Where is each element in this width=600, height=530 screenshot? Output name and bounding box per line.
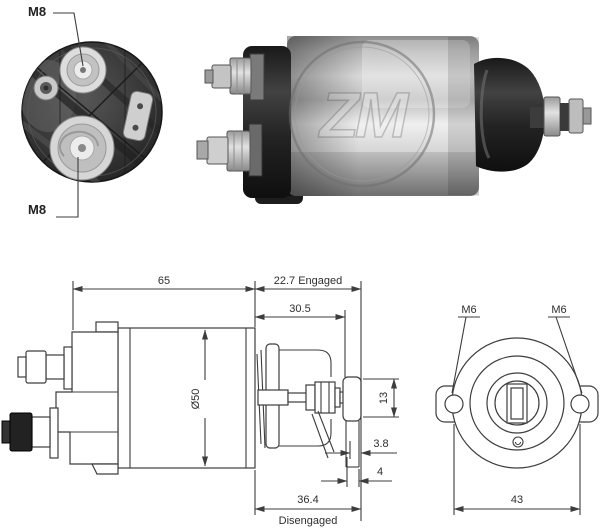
mount-hole-right bbox=[570, 394, 590, 414]
dim-mount-spacing: 43 bbox=[511, 494, 523, 506]
plunger-boot bbox=[474, 57, 545, 172]
cylinder-bottom-shade bbox=[287, 152, 479, 196]
leader-line-m8-top bbox=[53, 12, 84, 67]
motor-terminal-stud bbox=[49, 115, 115, 181]
mount-bracket-side bbox=[342, 376, 362, 468]
leader-line-m6-left bbox=[451, 316, 467, 394]
dim-body-length: 65 bbox=[158, 275, 170, 287]
battery-terminal-stud bbox=[59, 46, 107, 94]
rear-view-drawing: M6 M6 43 bbox=[435, 304, 599, 515]
mount-label-right: M6 bbox=[551, 304, 566, 316]
cylinder-shadow bbox=[287, 36, 359, 196]
dim-engaged: 22.7 Engaged bbox=[274, 275, 343, 287]
boot-highlight bbox=[479, 69, 491, 159]
drive-slot-inner bbox=[510, 387, 524, 420]
body-outline bbox=[117, 327, 256, 469]
dim-step: 4 bbox=[377, 466, 383, 478]
leader-line-m8-bottom bbox=[56, 157, 79, 218]
upper-stud-side bbox=[17, 346, 73, 390]
cap-side-outline bbox=[55, 321, 119, 475]
photo-terminal-bottom bbox=[196, 123, 263, 177]
plunger-nut-stack bbox=[543, 96, 592, 137]
mount-label-left: M6 bbox=[461, 304, 476, 316]
photo-terminal-top bbox=[204, 53, 265, 101]
lower-stud-side bbox=[1, 407, 59, 459]
side-view-drawing: 65 22.7 Engaged 30.5 Ø50 13 3.8 4 bbox=[1, 275, 399, 527]
dim-disengaged-length: 36.4 bbox=[297, 494, 318, 506]
dimension-annotations: 65 22.7 Engaged 30.5 Ø50 13 3.8 4 bbox=[72, 275, 399, 527]
zm-watermark: ZM bbox=[288, 40, 436, 188]
plunger-assembly-side bbox=[256, 343, 350, 459]
rivet-detail bbox=[512, 436, 524, 448]
spade-connector-tab bbox=[122, 90, 154, 142]
dim-travel: 30.5 bbox=[289, 303, 310, 315]
front-view-drawing: M8 M8 bbox=[21, 4, 163, 218]
leader-line-m6-right bbox=[555, 316, 583, 394]
product-photo: ZM bbox=[196, 36, 592, 204]
dim-bracket-height: 13 bbox=[378, 392, 390, 404]
zm-watermark-text: ZM bbox=[318, 79, 410, 151]
dim-diameter: Ø50 bbox=[190, 389, 202, 410]
vent-hole bbox=[33, 75, 59, 101]
mount-hole-left bbox=[444, 394, 464, 414]
terminal-label-top: M8 bbox=[28, 4, 46, 19]
label-disengaged: Disengaged bbox=[279, 515, 338, 527]
cylinder-end-shade bbox=[448, 37, 479, 195]
dim-gap: 3.8 bbox=[373, 438, 388, 450]
terminal-label-bottom: M8 bbox=[28, 202, 46, 217]
